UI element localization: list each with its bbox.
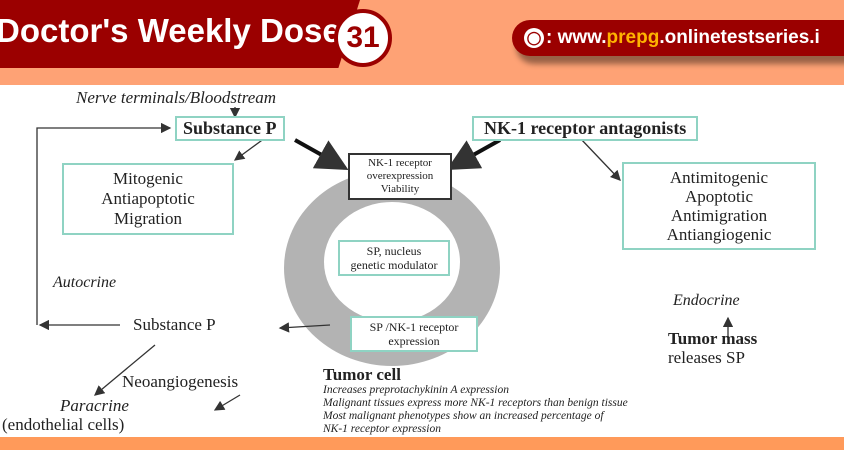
effect: Antimitogenic [669,168,769,187]
effect: Migration [114,209,182,228]
website-link[interactable]: ◯: www.prepg.onlinetestseries.i [512,20,844,56]
footer-bar [0,437,844,450]
note: Increases preprotachykinin A expression [323,384,509,396]
text: Viability [380,183,420,195]
effect: Apoptotic [685,187,753,206]
nerve-label: Nerve terminals/Bloodstream [76,88,277,107]
paracrine-label: Paracrine [60,396,129,415]
tumor-cell-label: Tumor cell [323,365,401,384]
text: SP, nucleus [366,244,422,258]
neoangiogenesis-label: Neoangiogenesis [122,372,239,391]
arrows [36,107,734,411]
substance-p-label: Substance P [133,315,216,334]
note: Malignant tissues express more NK-1 rece… [323,397,628,409]
effect: Mitogenic [113,169,183,188]
text: SP /NK-1 receptor [369,320,459,334]
antagonists-box: NK-1 receptor antagonists [472,116,699,141]
text: genetic modulator [350,258,438,272]
text: NK-1 receptor [368,157,432,169]
mouse-icon: ◯ [524,27,544,48]
title-band [0,0,360,68]
endocrine-label: Endocrine [673,292,740,309]
releases-label: releases SP [668,348,745,367]
url-highlight: prepg [606,27,660,48]
header-banner: Doctor's Weekly Dose 31 ◯: www.prepg.onl… [0,0,844,85]
thick-arrows [294,138,501,170]
text: overexpression [366,170,434,182]
autocrine-label: Autocrine [53,274,117,291]
url-prefix: : www. [546,27,607,48]
effect: Antiangiogenic [666,225,772,244]
note: Most malignant phenotypes show an increa… [323,410,604,422]
tumor-mass-label: Tumor mass [668,329,758,348]
banner-title: Doctor's Weekly Dose [0,12,341,49]
effect: Antiapoptotic [101,189,195,208]
endothelial-label: (endothelial cells) [2,415,125,434]
effect: Antimigration [670,206,768,225]
substance-p-box: Substance P [175,116,285,141]
url-suffix: .onlinetestseries.i [659,27,820,48]
note: NK-1 receptor expression [323,423,441,435]
issue-badge: 31 [334,9,392,67]
text: expression [388,334,440,348]
